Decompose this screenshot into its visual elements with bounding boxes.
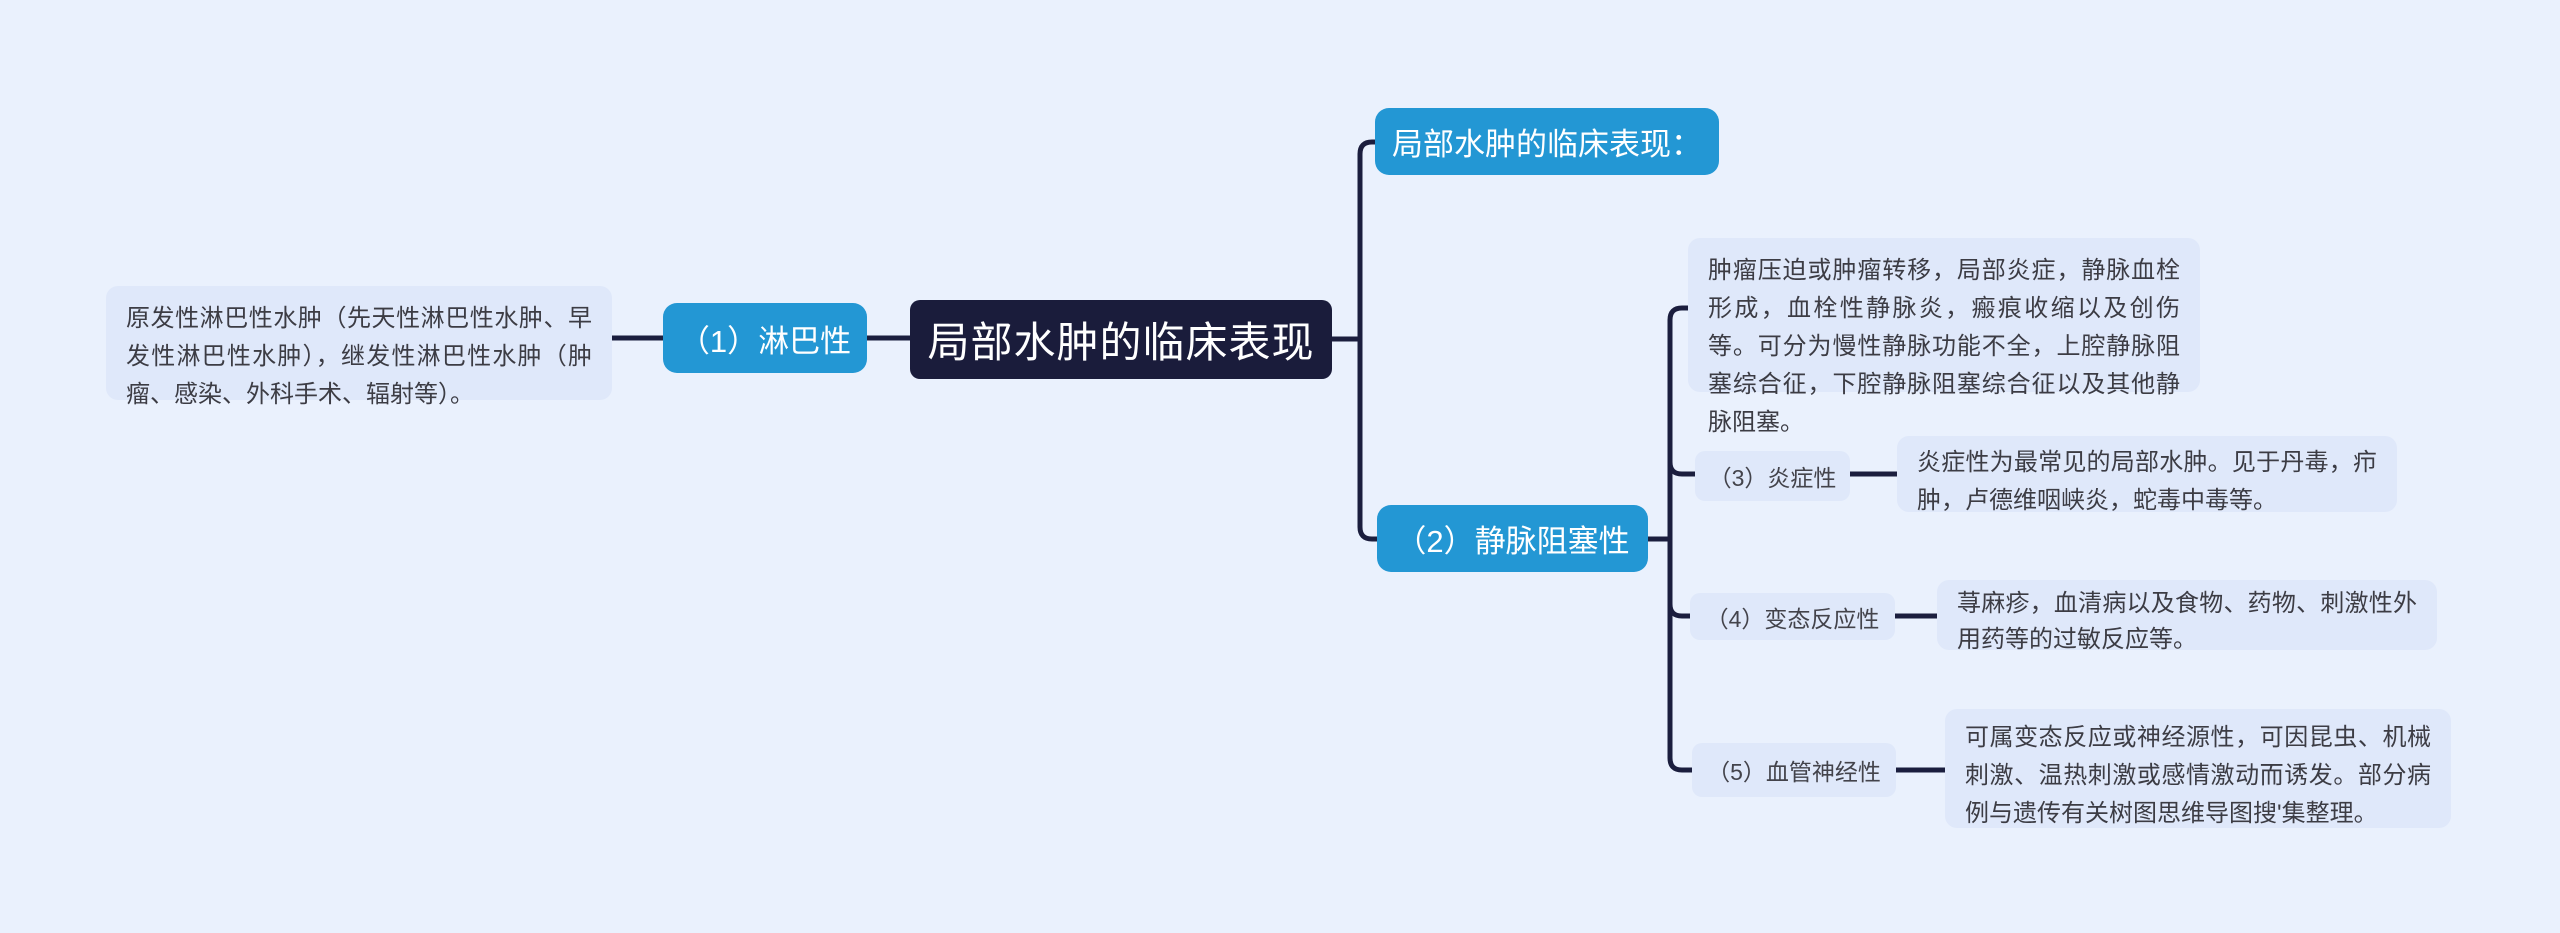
lymphatic-label-node[interactable]: （1）淋巴性 [663, 303, 867, 373]
connector-branch-allergic [1667, 601, 1693, 619]
allergic-label-node[interactable]: （4）变态反应性 [1690, 593, 1895, 640]
connector-branch-inflammatory [1667, 459, 1698, 477]
right-header-node[interactable]: 局部水肿的临床表现： [1375, 108, 1719, 175]
venous-detail-block[interactable]: 肿瘤压迫或肿瘤转移，局部炎症，静脉血栓形成，血栓性静脉炎，瘢痕收缩以及创伤等。可… [1688, 238, 2200, 436]
connector-right-bracket [1357, 139, 1380, 542]
angioneurotic-label-node[interactable]: （5）血管神经性 [1692, 743, 1896, 797]
lymphatic-detail-block[interactable]: 原发性淋巴性水肿（先天性淋巴性水肿、早发性淋巴性水肿），继发性淋巴性水肿（肿瘤、… [106, 286, 612, 408]
allergic-detail-block[interactable]: 荨麻疹，血清病以及食物、药物、刺激性外用药等的过敏反应等。 [1937, 580, 2437, 653]
inflammatory-label-node[interactable]: （3）炎症性 [1695, 451, 1850, 501]
venous-label-node[interactable]: （2）静脉阻塞性 [1377, 505, 1648, 572]
angioneurotic-detail-block[interactable]: 可属变态反应或神经源性，可因昆虫、机械刺激、温热刺激或感情激动而诱发。部分病例与… [1945, 709, 2451, 828]
inflammatory-detail-block[interactable]: 炎症性为最常见的局部水肿。见于丹毒，疖肿，卢德维咽峡炎，蛇毒中毒等。 [1897, 436, 2397, 514]
root-node[interactable]: 局部水肿的临床表现 [910, 300, 1332, 379]
